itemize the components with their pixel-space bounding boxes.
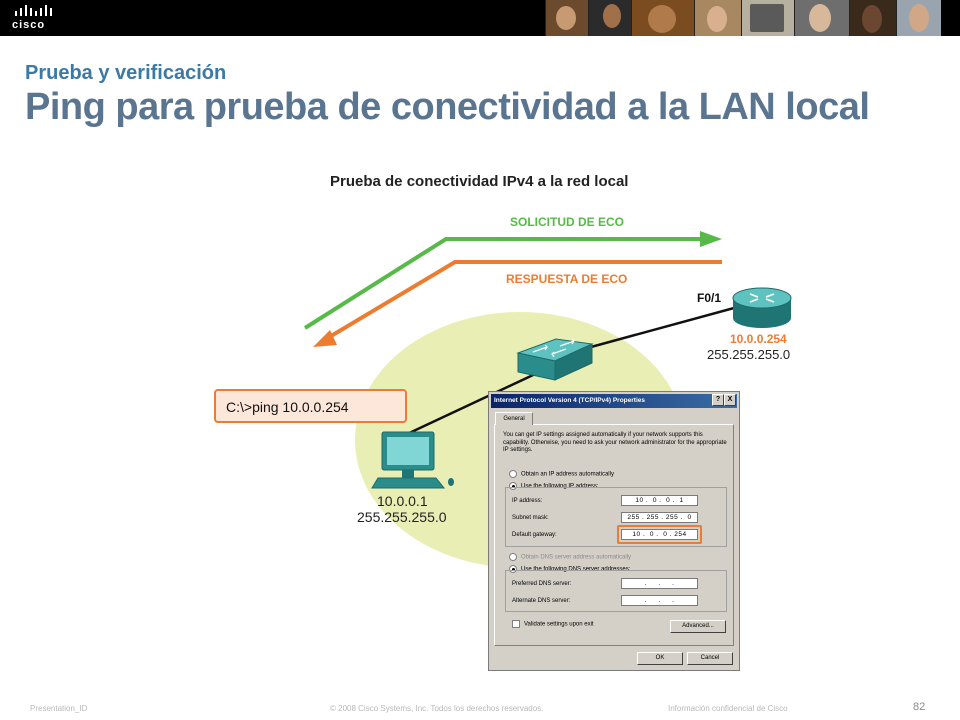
header-photo bbox=[588, 0, 631, 36]
ok-button[interactable]: OK bbox=[637, 652, 683, 665]
header-photo bbox=[794, 0, 849, 36]
header-photo bbox=[694, 0, 741, 36]
validate-label: Validate settings upon exit bbox=[524, 621, 594, 628]
router-interface-label: F0/1 bbox=[697, 291, 722, 305]
header-photo bbox=[545, 0, 588, 36]
pc-mask: 255.255.255.0 bbox=[357, 509, 447, 525]
radio-static-dns-label: Use the following DNS server addresses: bbox=[521, 566, 631, 573]
checkbox-icon bbox=[512, 620, 520, 628]
cisco-bars-icon bbox=[15, 5, 52, 16]
ipv4-properties-dialog: Internet Protocol Version 4 (TCP/IPv4) P… bbox=[488, 391, 740, 671]
header-photo bbox=[849, 0, 896, 36]
footer-confidential: Información confidencial de Cisco bbox=[668, 704, 788, 713]
radio-auto-dns[interactable]: Obtain DNS server address automatically bbox=[509, 553, 631, 562]
radio-static-ip[interactable]: Use the following IP address: bbox=[509, 482, 599, 491]
dialog-panel: You can get IP settings assigned automat… bbox=[494, 424, 734, 646]
cable-switch-router bbox=[579, 303, 746, 352]
radio-button-selected-icon bbox=[509, 482, 517, 490]
radio-button-selected-icon bbox=[509, 565, 517, 573]
static-ip-group bbox=[505, 487, 727, 547]
page-number: 82 bbox=[913, 701, 926, 713]
cisco-logo-text: cisco bbox=[12, 19, 46, 31]
default-gateway-label: Default gateway: bbox=[512, 532, 557, 538]
footer-presentation-id: Presentation_ID bbox=[30, 704, 88, 713]
advanced-button[interactable]: Advanced... bbox=[670, 620, 726, 633]
preferred-dns-field[interactable]: . . . bbox=[621, 578, 698, 589]
ip-address-field[interactable]: 10 . 0 . 0 . 1 bbox=[621, 495, 698, 506]
subnet-mask-label: Subnet mask: bbox=[512, 515, 549, 521]
preferred-dns-label: Preferred DNS server: bbox=[512, 581, 572, 587]
subnet-mask-field[interactable]: 255 . 255 . 255 . 0 bbox=[621, 512, 698, 523]
radio-button-icon bbox=[509, 470, 517, 478]
radio-auto-ip[interactable]: Obtain an IP address automatically bbox=[509, 470, 614, 479]
header-photo bbox=[741, 0, 794, 36]
pc-ip: 10.0.0.1 bbox=[377, 493, 428, 509]
radio-static-ip-label: Use the following IP address: bbox=[521, 483, 599, 490]
router-mask: 255.255.255.0 bbox=[707, 347, 791, 362]
footer-copyright: © 2008 Cisco Systems, Inc. Todos los der… bbox=[330, 704, 544, 713]
router-ip: 10.0.0.254 bbox=[730, 332, 787, 346]
radio-auto-dns-label: Obtain DNS server address automatically bbox=[521, 554, 632, 561]
diagram-title: Prueba de conectividad IPv4 a la red loc… bbox=[330, 173, 629, 190]
echo-reply-arrow bbox=[324, 260, 722, 341]
echo-request-arrow bbox=[303, 237, 708, 330]
validate-checkbox[interactable]: Validate settings upon exit bbox=[512, 620, 594, 628]
switch-icon bbox=[516, 338, 594, 381]
header-photo-strip bbox=[545, 0, 941, 36]
echo-reply-label: RESPUESTA DE ECO bbox=[506, 272, 628, 286]
echo-reply-arrowhead bbox=[313, 330, 337, 347]
router-icon bbox=[732, 287, 792, 328]
gateway-highlight bbox=[617, 525, 702, 544]
slide-title: Ping para prueba de conectividad a la LA… bbox=[25, 86, 870, 128]
dns-group bbox=[505, 570, 727, 612]
echo-request-label: SOLICITUD DE ECO bbox=[510, 215, 625, 229]
cable-pc-switch bbox=[404, 366, 549, 437]
dialog-description: You can get IP settings assigned automat… bbox=[503, 432, 727, 453]
cancel-button[interactable]: Cancel bbox=[687, 652, 733, 665]
default-gateway-field[interactable]: 10 . 0 . 0 . 254 bbox=[621, 529, 698, 540]
slide-subtitle: Prueba y verificación bbox=[25, 62, 227, 84]
alternate-dns-label: Alternate DNS server: bbox=[512, 598, 571, 604]
radio-static-dns[interactable]: Use the following DNS server addresses: bbox=[509, 565, 630, 574]
close-button[interactable]: X bbox=[724, 394, 736, 406]
radio-auto-ip-label: Obtain an IP address automatically bbox=[521, 471, 614, 478]
header-photo bbox=[896, 0, 941, 36]
cisco-logo: cisco bbox=[12, 5, 72, 33]
dialog-title: Internet Protocol Version 4 (TCP/IPv4) P… bbox=[491, 394, 737, 408]
top-banner: cisco bbox=[0, 0, 960, 36]
echo-request-arrowhead bbox=[700, 231, 722, 247]
tab-general[interactable]: General bbox=[495, 412, 533, 425]
alternate-dns-field[interactable]: . . . bbox=[621, 595, 698, 606]
pc-icon bbox=[371, 431, 454, 489]
ip-address-label: IP address: bbox=[512, 498, 543, 504]
radio-button-icon bbox=[509, 553, 517, 561]
header-photo bbox=[631, 0, 694, 36]
ping-command-box: C:\>ping 10.0.0.254 bbox=[214, 389, 407, 423]
help-button[interactable]: ? bbox=[712, 394, 724, 406]
